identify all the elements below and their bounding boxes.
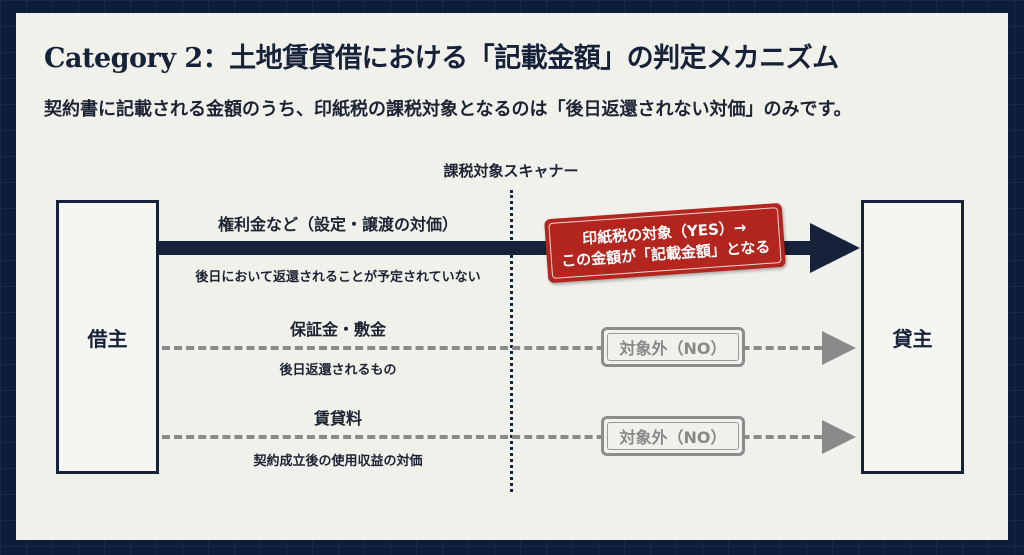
row3-sub: 契約成立後の使用収益の対価 (253, 454, 423, 469)
yes-stamp-line1: 印紙税の対象（YES）→ (581, 218, 747, 248)
lender-label: 貸主 (892, 326, 933, 351)
yes-stamp-line2: この金額が「記載金額」となる (560, 237, 771, 271)
row2-sub: 後日返還されるもの (279, 363, 397, 378)
page-title: Category 2：土地賃貸借における「記載金額」の判定メカニズム (44, 43, 839, 74)
row3-arrowhead-icon (822, 420, 856, 454)
row1-arrowhead-icon (810, 223, 860, 273)
row1-sub: 後日において返還されることが予定されていない (195, 270, 481, 285)
row2-arrowhead-icon (822, 331, 856, 365)
row3-dashed-line (162, 435, 822, 439)
scanner-label: 課税対象スキャナー (443, 162, 579, 180)
row3-label: 賃貸料 (313, 409, 362, 428)
row3-result: 対象外（NO） (619, 428, 727, 447)
row2-label: 保証金・敷金 (289, 320, 386, 339)
borrower-label: 借主 (87, 326, 128, 351)
row1-label: 権利金など（設定・譲渡の対価） (217, 215, 458, 234)
subtitle: 契約書に記載される金額のうち、印紙税の課税対象となるのは「後日返還されない対価」… (44, 99, 852, 120)
row2-no-box: 対象外（NO） (601, 327, 745, 367)
row2-result: 対象外（NO） (619, 339, 727, 358)
borrower-box: 借主 (56, 200, 159, 474)
scanner-dotted-line (510, 190, 513, 492)
row2-dashed-line (162, 346, 822, 350)
row3-no-box: 対象外（NO） (601, 416, 745, 456)
lender-box: 貸主 (861, 200, 964, 474)
